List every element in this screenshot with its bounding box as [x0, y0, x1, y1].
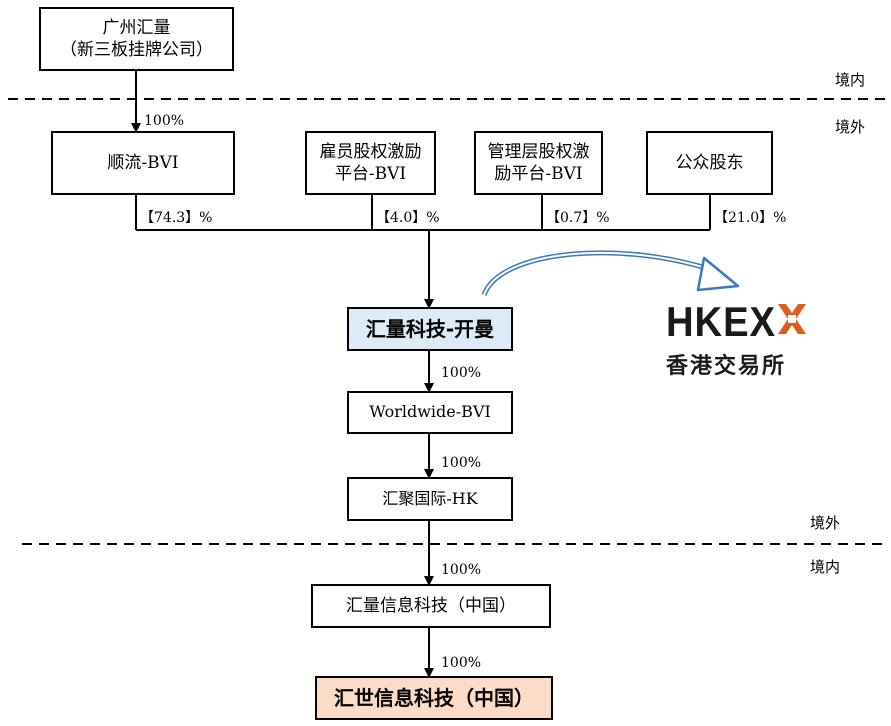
shareholder-name-line2: 励平台-BVI: [494, 164, 583, 184]
listed-company-name: 汇量科技-开曼: [365, 317, 495, 341]
entity-box-worldwide-bvi: Worldwide-BVI: [347, 391, 513, 434]
shareholder-name-line1: 雇员股权激励: [319, 141, 422, 162]
parent-ownership-pct: 100%: [144, 113, 185, 129]
zone-label-overseas-bottom: 境外: [810, 514, 841, 532]
shareholder-box-public: 公众股东: [646, 131, 773, 195]
shareholder-name: 公众股东: [675, 152, 744, 173]
entity-box-huishi-china: 汇世信息科技（中国）: [315, 676, 553, 720]
stake-label-management: 【0.7】%: [546, 210, 610, 226]
chain-pct-hk: 100%: [441, 455, 482, 471]
entity-box-huiju-hk: 汇聚国际-HK: [347, 477, 513, 521]
chain-pct-huiliang-china: 100%: [441, 562, 482, 578]
shareholder-box-shunliu: 顺流-BVI: [51, 131, 235, 195]
shareholder-name-line2: 平台-BVI: [334, 164, 407, 184]
hkex-logo: HKEX 香港交易所: [664, 296, 814, 380]
chain-pct-huishi: 100%: [441, 655, 482, 671]
stake-label-public: 【21.0】%: [714, 210, 787, 226]
shareholder-box-management-platform: 管理层股权激 励平台-BVI: [474, 131, 603, 195]
hkex-chinese-name: 香港交易所: [666, 354, 787, 379]
listed-company-box: 汇量科技-开曼: [347, 307, 513, 351]
zone-label-domestic-top: 境内: [835, 71, 866, 89]
parent-name: 广州汇量: [102, 17, 171, 38]
chain-pct-worldwide: 100%: [441, 365, 482, 381]
hkex-logo-mark: HKEX: [666, 298, 806, 345]
shareholder-box-employee-platform: 雇员股权激励 平台-BVI: [305, 131, 436, 195]
shareholder-name-line1: 管理层股权激: [487, 141, 590, 162]
entity-name: 汇量信息科技（中国）: [346, 595, 516, 616]
entity-box-huiliang-china: 汇量信息科技（中国）: [311, 584, 551, 628]
stake-label-employee: 【4.0】%: [376, 210, 440, 226]
parent-listing-note: （新三板挂牌公司）: [60, 40, 213, 60]
parent-company-box: 广州汇量 （新三板挂牌公司）: [39, 7, 234, 71]
entity-name: 汇世信息科技（中国）: [334, 686, 534, 710]
shareholder-name: 顺流-BVI: [107, 152, 179, 173]
hkex-logo-letters: HKEX: [666, 298, 776, 345]
zone-label-domestic-bottom: 境内: [810, 558, 841, 576]
entity-name: 汇聚国际-HK: [382, 488, 478, 508]
stake-label-shunliu: 【74.3】%: [140, 210, 213, 226]
listing-arc-arrowhead: [696, 256, 740, 292]
zone-label-overseas-top: 境外: [835, 118, 866, 136]
entity-name: Worldwide-BVI: [369, 402, 491, 422]
